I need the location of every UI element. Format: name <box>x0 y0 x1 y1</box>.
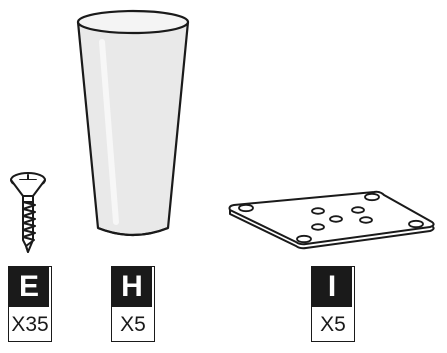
mounting-plate-illustration <box>228 190 435 250</box>
part-letter: H <box>121 270 143 303</box>
screw-illustration <box>10 172 46 253</box>
part-letter: E <box>18 270 39 303</box>
part-tag-h: H X5 <box>111 266 155 342</box>
tapered-leg-illustration <box>76 9 190 237</box>
part-quantity: X5 <box>320 313 346 336</box>
part-letter-badge: I <box>312 267 352 307</box>
part-tag-e: E X35 <box>8 266 52 342</box>
part-quantity: X5 <box>120 313 146 336</box>
part-letter: I <box>327 270 337 303</box>
part-quantity: X35 <box>11 313 49 336</box>
part-letter-badge: H <box>112 267 152 307</box>
part-tag-i: I X5 <box>311 266 355 342</box>
part-letter-badge: E <box>9 267 49 307</box>
